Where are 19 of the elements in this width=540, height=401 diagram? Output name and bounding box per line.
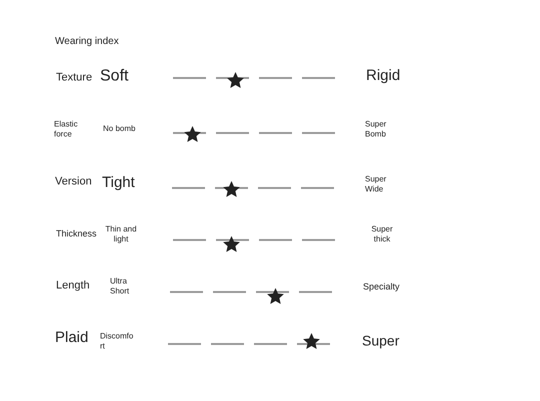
high-end-label: Super Bomb: [365, 119, 388, 139]
attribute-label: Texture: [56, 71, 92, 85]
high-end-label: Specialty: [363, 282, 400, 292]
attribute-label: Length: [56, 279, 90, 293]
high-end-label: Super Wide: [365, 174, 388, 194]
attribute-label: Elastic force: [54, 119, 79, 139]
attribute-label: Version: [55, 175, 92, 189]
chart-title: Wearing index: [55, 36, 119, 48]
low-end-label: No bomb: [103, 124, 136, 134]
high-end-label: Rigid: [366, 67, 400, 85]
low-end-label: Discomfort: [100, 331, 134, 351]
low-end-label: Thin and light: [104, 224, 138, 244]
low-end-label: Tight: [102, 174, 135, 192]
low-end-label: Ultra Short: [110, 276, 130, 296]
high-end-label: Super thick: [370, 224, 394, 244]
low-end-label: Soft: [100, 66, 128, 86]
attribute-label: Thickness: [56, 228, 97, 240]
high-end-label: Super: [362, 332, 400, 350]
attribute-label: Plaid: [55, 329, 88, 347]
